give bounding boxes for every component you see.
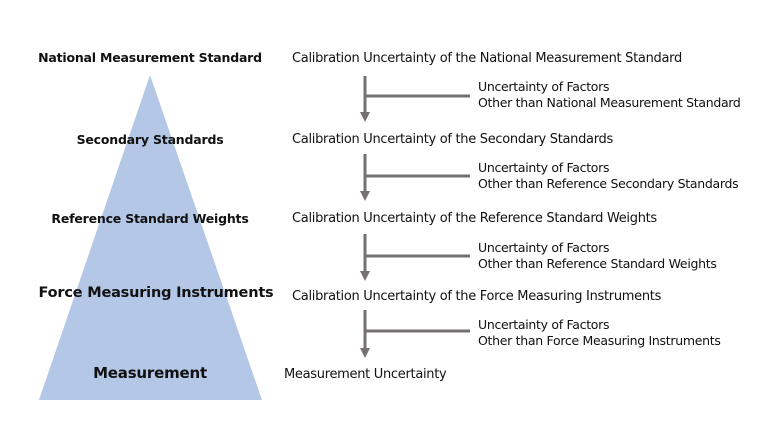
factor-text-national: Uncertainty of Factors Other than Nation… <box>478 79 741 111</box>
factor-line-1: Uncertainty of Factors <box>478 160 610 175</box>
factor-line-1: Uncertainty of Factors <box>478 317 610 332</box>
factor-line-2: Other than Reference Standard Weights <box>478 256 717 271</box>
calibration-text-national: Calibration Uncertainty of the National … <box>292 51 682 66</box>
factor-arrow-1 <box>360 154 470 201</box>
factor-text-force: Uncertainty of Factors Other than Force … <box>478 317 721 349</box>
factor-text-secondary: Uncertainty of Factors Other than Refere… <box>478 160 739 192</box>
level-label-reference-weights: Reference Standard Weights <box>51 211 249 226</box>
calibration-text-secondary: Calibration Uncertainty of the Secondary… <box>292 132 613 147</box>
factor-arrow-0 <box>360 76 470 122</box>
factor-line-2: Other than National Measurement Standard <box>478 95 741 110</box>
hierarchy-pyramid <box>39 75 262 400</box>
factor-line-1: Uncertainty of Factors <box>478 79 610 94</box>
factor-text-reference: Uncertainty of Factors Other than Refere… <box>478 240 717 272</box>
factor-line-2: Other than Reference Secondary Standards <box>478 176 739 191</box>
measurement-uncertainty-text: Measurement Uncertainty <box>284 367 447 382</box>
calibration-text-force: Calibration Uncertainty of the Force Mea… <box>292 289 662 304</box>
factor-arrow-2 <box>360 234 470 281</box>
level-label-secondary-standards: Secondary Standards <box>76 132 224 147</box>
level-label-measurement: Measurement <box>93 364 207 382</box>
level-label-force-instruments: Force Measuring Instruments <box>38 285 274 301</box>
factor-arrow-3 <box>360 310 470 358</box>
factor-line-2: Other than Force Measuring Instruments <box>478 333 721 348</box>
factor-line-1: Uncertainty of Factors <box>478 240 610 255</box>
calibration-text-reference: Calibration Uncertainty of the Reference… <box>292 211 657 226</box>
level-label-national-standard: National Measurement Standard <box>38 50 262 65</box>
